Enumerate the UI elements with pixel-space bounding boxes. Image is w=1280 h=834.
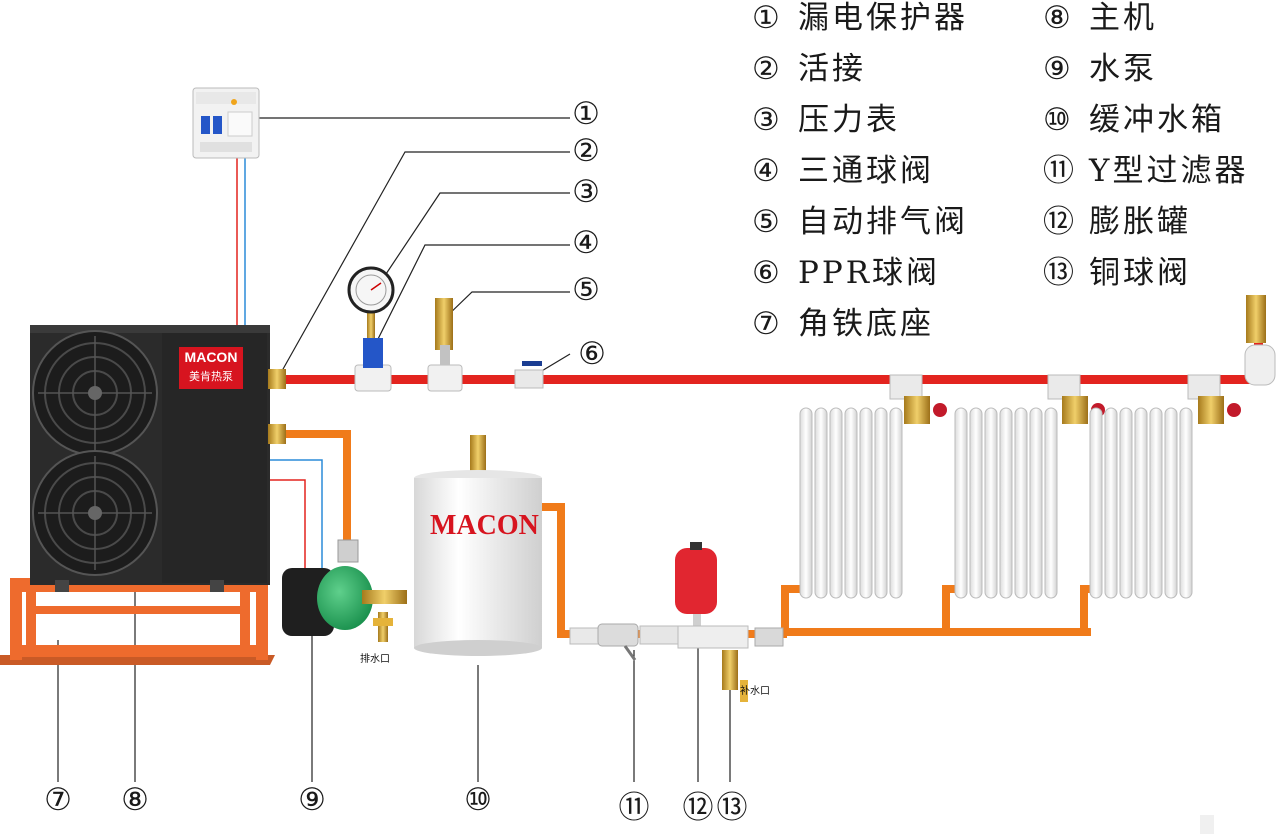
legend-item: ⑤ 自动排气阀	[752, 198, 968, 249]
callout-7: ⑦	[44, 782, 72, 818]
legend-text: 铜球阀	[1089, 255, 1191, 291]
radiator-2	[954, 374, 1105, 599]
legend-item: ⑩ 缓冲水箱	[1043, 96, 1248, 147]
supply-pipe	[272, 375, 1262, 384]
callout-13: ⑬	[716, 790, 748, 826]
buffer-tank	[414, 435, 542, 656]
legend-text: 主机	[1089, 0, 1157, 36]
callout-4: ④	[572, 225, 600, 261]
legend-text: 水泵	[1089, 51, 1157, 87]
legend-item: ⑪ Y型过滤器	[1043, 147, 1248, 198]
legend-text: 漏电保护器	[798, 0, 968, 36]
fan-top	[32, 330, 158, 456]
callout-11: ⑪	[618, 790, 650, 826]
callout-5: ⑤	[572, 272, 600, 308]
legend-text: 压力表	[798, 102, 900, 138]
legend-num: ⑩	[1043, 102, 1071, 138]
leakage-breaker	[192, 87, 260, 159]
legend-num: ⑤	[752, 204, 780, 240]
legend-item: ① 漏电保护器	[752, 0, 968, 45]
legend-num: ①	[752, 0, 780, 36]
legend-text: 自动排气阀	[798, 204, 968, 240]
legend-item: ⑥ PPR球阀	[752, 249, 968, 300]
legend-num: ⑬	[1043, 255, 1074, 291]
expansion-tank	[675, 542, 749, 649]
water-pump	[282, 539, 407, 642]
legend-item: ⑫ 膨胀罐	[1043, 198, 1248, 249]
legend-num: ⑪	[1043, 153, 1074, 189]
callout-1: ①	[572, 96, 600, 132]
legend-item: ② 活接	[752, 45, 968, 96]
legend-num: ④	[752, 153, 780, 189]
callout-2: ②	[572, 133, 600, 169]
legend-num: ②	[752, 51, 780, 87]
drain-label: 排水口	[360, 654, 390, 665]
callout-12: ⑫	[682, 790, 714, 826]
radiator-3	[1089, 374, 1241, 599]
y-strainer	[569, 623, 681, 661]
legend-item: ⑦ 角铁底座	[752, 300, 968, 351]
fan-bottom	[32, 450, 158, 576]
legend-text: 活接	[798, 51, 866, 87]
legend-num: ⑧	[1043, 0, 1071, 36]
legend-item: ④ 三通球阀	[752, 147, 968, 198]
heat-pump-unit	[30, 325, 270, 592]
legend-text: 角铁底座	[798, 306, 934, 342]
pressure-gauge	[347, 266, 395, 338]
legend-num: ⑥	[752, 255, 780, 291]
legend-item: ⑬ 铜球阀	[1043, 249, 1248, 300]
angle-iron-stand	[0, 578, 275, 665]
legend-text: PPR球阀	[798, 255, 941, 291]
unit-subtitle: 美肯热泵	[189, 370, 233, 383]
auto-air-vent	[427, 298, 463, 392]
callout-10: ⑩	[464, 782, 492, 818]
end-air-vent	[1244, 295, 1276, 386]
ppr-ball-valve	[514, 361, 544, 389]
copper-ball-valve	[722, 627, 784, 702]
legend-item: ③ 压力表	[752, 96, 968, 147]
callout-9: ⑨	[298, 782, 326, 818]
callout-6: ⑥	[578, 336, 606, 372]
legend-text: 缓冲水箱	[1089, 102, 1225, 138]
legend-text: 膨胀罐	[1089, 204, 1191, 240]
unit-brand: MACON	[184, 349, 238, 365]
legend-num: ③	[752, 102, 780, 138]
radiator-1	[799, 374, 947, 599]
callout-3: ③	[572, 174, 600, 210]
unit-logo-badge	[179, 347, 243, 389]
legend-left: ① 漏电保护器 ② 活接 ③ 压力表 ④ 三通球阀 ⑤ 自动排气阀 ⑥ PPR球阀 ⑦ 角铁底…	[752, 0, 968, 351]
legend-item: ⑧ 主机	[1043, 0, 1248, 45]
legend-num: ⑦	[752, 306, 780, 342]
legend-right: ⑧ 主机 ⑨ 水泵 ⑩ 缓冲水箱 ⑪ Y型过滤器 ⑫ 膨胀罐 ⑬ 铜球阀	[1043, 0, 1248, 300]
legend-num: ⑫	[1043, 204, 1074, 240]
legend-text: 三通球阀	[798, 153, 934, 189]
legend-num: ⑨	[1043, 51, 1071, 87]
union-fitting-return	[268, 424, 286, 444]
callout-8: ⑧	[121, 782, 149, 818]
refill-label: 补水口	[740, 686, 770, 697]
tank-brand: MACON	[430, 510, 539, 541]
corner-mark	[1200, 815, 1214, 834]
legend-item: ⑨ 水泵	[1043, 45, 1248, 96]
tee-ball-valve	[354, 338, 392, 392]
union-fitting	[268, 369, 286, 389]
legend-text: Y型过滤器	[1089, 153, 1249, 189]
